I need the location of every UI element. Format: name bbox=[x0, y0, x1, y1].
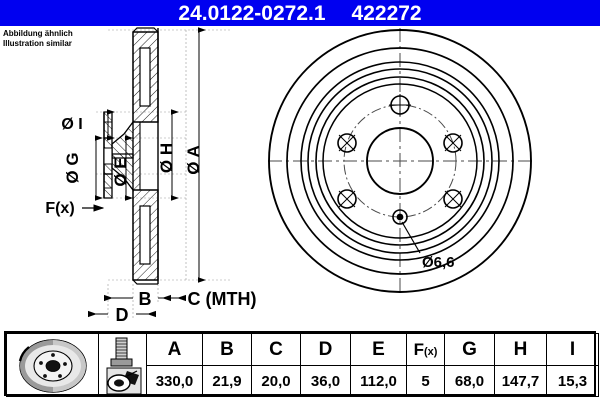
value-c: 20,0 bbox=[251, 365, 301, 397]
value-a: 330,0 bbox=[146, 365, 203, 397]
illustration-note: Abbildung ähnlich Illustration similar bbox=[3, 29, 73, 49]
value-e: 112,0 bbox=[350, 365, 407, 397]
label-c: C (MTH) bbox=[188, 289, 257, 309]
callout-dia-6-6: Ø6,6 bbox=[401, 221, 455, 271]
label-dia-a: Ø A bbox=[184, 145, 203, 175]
fx-sub: (x) bbox=[423, 345, 438, 358]
col-header-c: C bbox=[251, 333, 301, 366]
label-dia-g: Ø G bbox=[63, 152, 82, 183]
hub-mount-icon bbox=[106, 367, 141, 395]
header-banner: 24.0122-0272.1 422272 bbox=[0, 0, 600, 26]
value-g: 68,0 bbox=[444, 365, 495, 397]
col-header-i: I bbox=[546, 333, 599, 366]
col-header-g: G bbox=[444, 333, 495, 366]
col-header-d: D bbox=[300, 333, 351, 366]
friction-ring-section bbox=[132, 27, 159, 285]
dimension-dia-g: Ø G bbox=[63, 135, 103, 201]
col-header-b: B bbox=[202, 333, 252, 366]
fx-main: F bbox=[413, 339, 424, 359]
dimension-dia-e: Ø E bbox=[111, 135, 133, 201]
value-h: 147,7 bbox=[494, 365, 547, 397]
col-header-a: A bbox=[146, 333, 203, 366]
bolt-hub-icon-cell bbox=[98, 333, 147, 397]
reference-number: 422272 bbox=[351, 1, 422, 25]
label-dia-e: Ø E bbox=[111, 157, 130, 186]
face-view: Ø6,6 bbox=[268, 28, 534, 294]
dimension-dia-i: Ø I bbox=[61, 109, 115, 141]
part-number: 24.0122-0272.1 bbox=[178, 1, 326, 25]
label-dia-6-6: Ø6,6 bbox=[422, 254, 455, 271]
value-b: 21,9 bbox=[202, 365, 252, 397]
note-line-de: Abbildung ähnlich bbox=[3, 29, 73, 38]
bolt-hole bbox=[337, 133, 357, 153]
brake-disc-icon-cell bbox=[6, 333, 99, 397]
dimension-d: D bbox=[88, 305, 156, 325]
label-dia-i: Ø I bbox=[61, 116, 82, 133]
label-dia-h: Ø H bbox=[157, 143, 176, 173]
technical-drawing: Ø I Ø G Ø E Ø H bbox=[0, 26, 600, 326]
table-header-row: A B C D E F(x) G H I bbox=[6, 333, 599, 397]
value-d: 36,0 bbox=[300, 365, 351, 397]
bolt-and-hub-icon bbox=[106, 337, 141, 395]
bolt-hole bbox=[389, 94, 411, 116]
table-value-row: 330,0 21,9 20,0 36,0 112,0 5 68,0 147,7 … bbox=[7, 365, 599, 397]
value-fx: 5 bbox=[406, 365, 445, 397]
dimension-dia-h: Ø H bbox=[157, 109, 179, 201]
dimension-table: A B C D E F(x) G H I 330,0 21,9 20,0 36,… bbox=[4, 331, 599, 397]
col-header-fx: F(x) bbox=[406, 333, 445, 366]
col-header-h: H bbox=[494, 333, 547, 366]
disc-rings bbox=[268, 29, 532, 293]
label-b: B bbox=[139, 289, 152, 309]
bolt-icon bbox=[110, 337, 132, 367]
brake-disc-icon bbox=[18, 339, 87, 393]
bolt-hole bbox=[443, 189, 463, 209]
dimension-c: C (MTH) bbox=[162, 289, 257, 309]
locating-hole bbox=[392, 209, 408, 225]
dimension-dia-a: Ø A bbox=[184, 27, 206, 283]
bolt-hole bbox=[443, 133, 463, 153]
value-i: 15,3 bbox=[546, 365, 599, 397]
label-fx: F(x) bbox=[45, 200, 74, 217]
cross-section-view: Ø I Ø G Ø E Ø H bbox=[45, 27, 257, 325]
bolt-circle bbox=[343, 104, 457, 218]
note-line-en: Illustration similar bbox=[3, 39, 72, 48]
label-d: D bbox=[116, 305, 129, 325]
bolt-hole bbox=[337, 189, 357, 209]
hub-bore bbox=[366, 127, 434, 195]
bolt-holes bbox=[337, 94, 463, 209]
centre-lines bbox=[268, 28, 534, 294]
col-header-e: E bbox=[350, 333, 407, 366]
callout-fx: F(x) bbox=[45, 200, 105, 217]
